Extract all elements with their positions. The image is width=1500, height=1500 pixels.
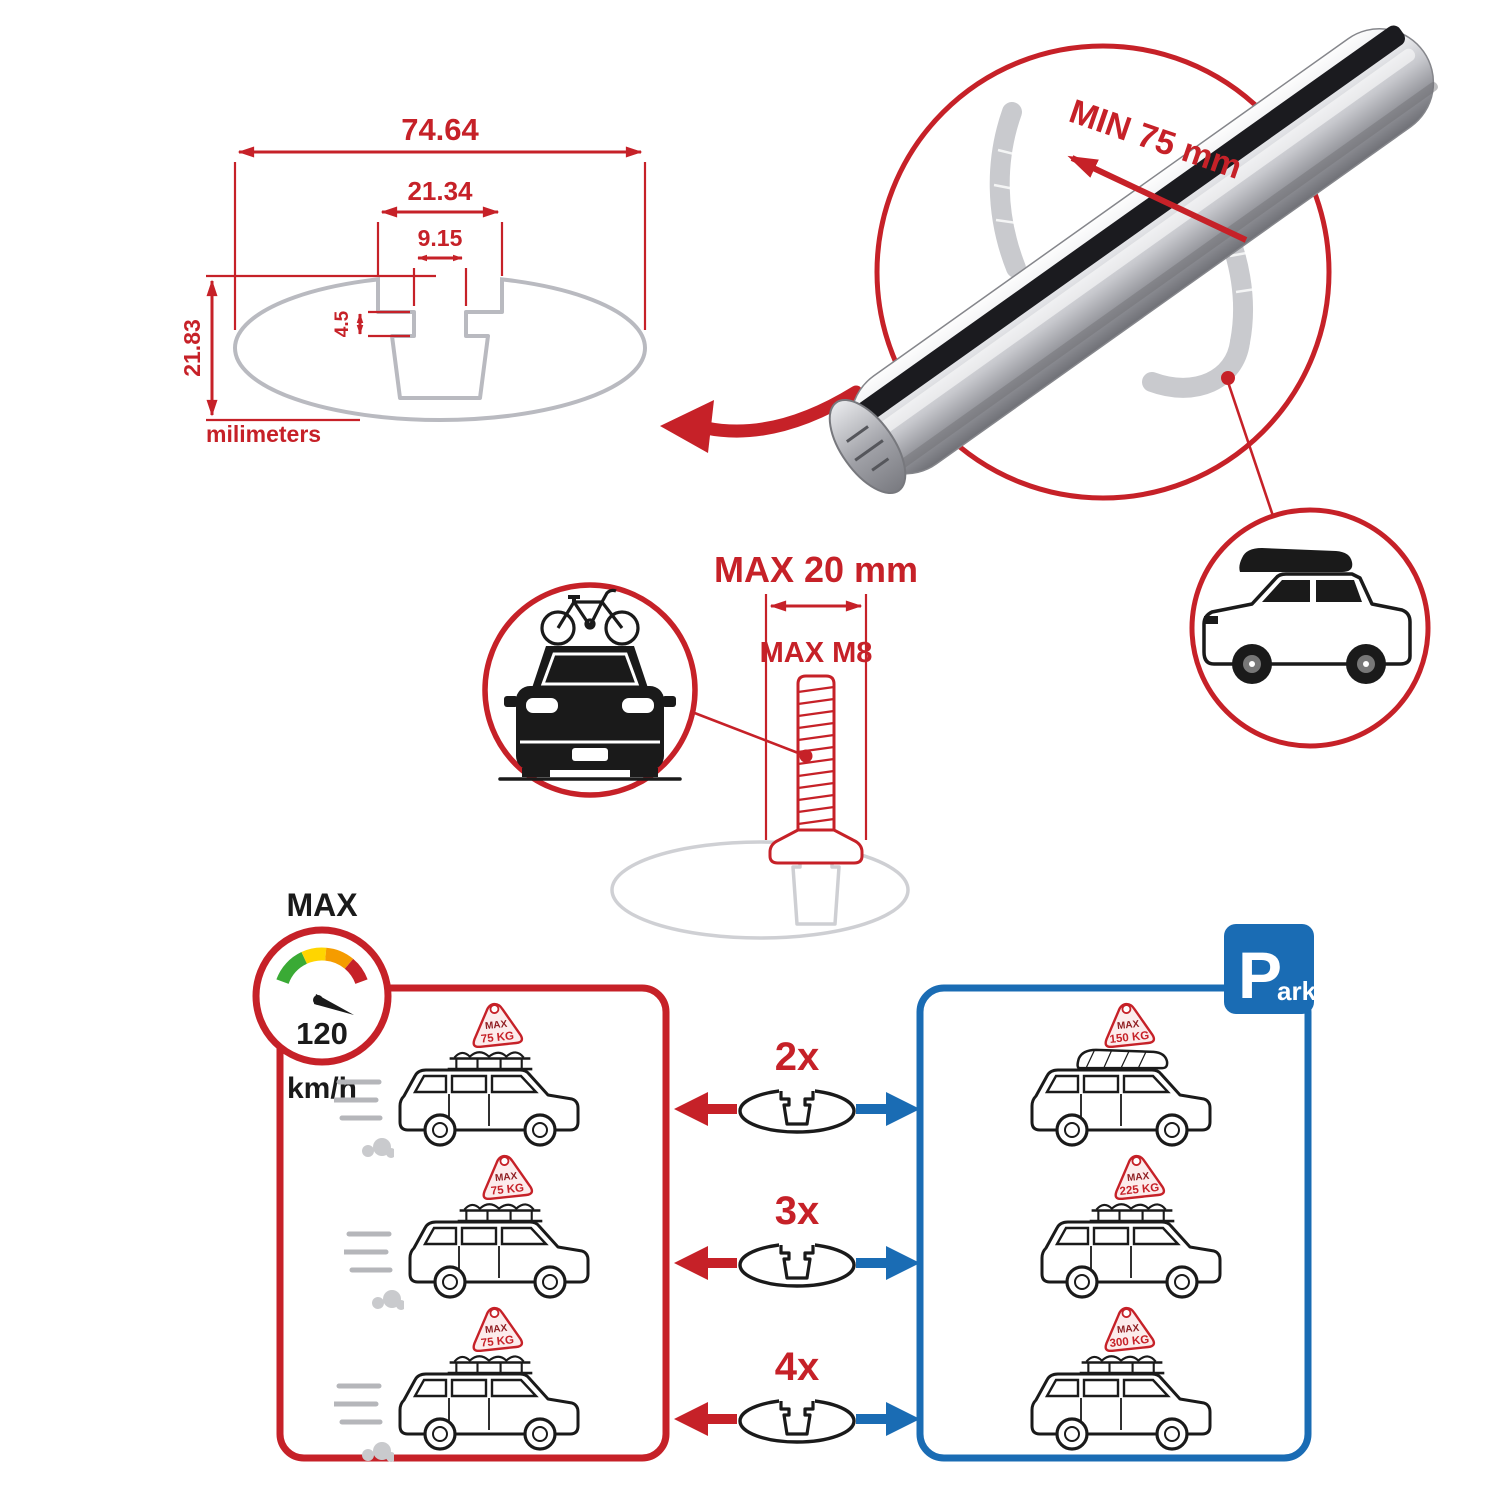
speedometer: MAX 120 km/h: [252, 887, 392, 1105]
parking-sign-rest: ark: [1277, 976, 1317, 1006]
roof-box-icon: [1076, 1048, 1169, 1070]
t-slot-profile: [376, 280, 504, 400]
sign-max-label: MAX: [495, 1171, 519, 1184]
clamp-point-dot: [1221, 371, 1235, 385]
load-limit-sign: MAX 225 KG: [1114, 1154, 1166, 1201]
arrowhead: [660, 400, 714, 453]
suv-with-roofbox-icon: [1202, 548, 1412, 684]
sign-ring-icon: [1121, 1308, 1132, 1318]
bar-count-label: 4x: [775, 1345, 820, 1389]
ext-lines-slot-width: [376, 222, 504, 276]
driving-car-1: MAX 75 KG: [334, 1002, 580, 1158]
driving-car-2: MAX 75 KG: [344, 1154, 590, 1310]
load-limit-sign: MAX 75 KG: [472, 1002, 524, 1049]
speed-value: 120: [296, 1016, 348, 1051]
bolt-max-thread-label: MAX M8: [760, 637, 873, 669]
t-bolt-icon: [768, 674, 864, 865]
sign-max-label: MAX: [1127, 1171, 1151, 1184]
dim-slot-width: 21.34: [407, 176, 473, 206]
right-arrowhead: [886, 1246, 920, 1280]
speedometer-needle: [314, 994, 354, 1015]
left-arrowhead: [674, 1402, 708, 1436]
bar-count-row-3x: 3x: [674, 1189, 920, 1288]
sign-ring-icon: [1121, 1004, 1132, 1014]
sign-ring-icon: [499, 1156, 510, 1166]
sign-load-value: 75 KG: [480, 1030, 514, 1045]
left-arrowhead: [674, 1092, 708, 1126]
crossbar-profile-icon: [738, 1238, 856, 1288]
aluminum-crossbar: [828, 25, 1438, 495]
dim-channel-width: 9.15: [418, 225, 463, 251]
sign-max-label: MAX: [1117, 1323, 1141, 1336]
parking-sign-letter: P: [1238, 938, 1282, 1012]
crossbar-zoom-view: MIN 75 mm: [828, 25, 1438, 501]
slot-mask: [380, 266, 500, 284]
sign-load-value: 150 KG: [1109, 1030, 1150, 1046]
crossbar-profile-icon: [738, 1084, 856, 1134]
bar-count-row-4x: 4x: [674, 1345, 920, 1444]
parked-car-2: MAX 225 KG: [1040, 1154, 1222, 1299]
parked-car-3: MAX 300 KG: [1030, 1306, 1212, 1451]
cross-section-diagram: 74.64 21.34 9.15 4.5 21.83 milimeters: [179, 112, 647, 447]
ext-lines-total-height: [206, 274, 436, 422]
dim-total-width: 74.64: [401, 112, 479, 147]
sign-load-value: 75 KG: [490, 1182, 524, 1197]
sign-load-value: 225 KG: [1119, 1182, 1160, 1198]
right-arrowhead: [886, 1092, 920, 1126]
ext-lines-lip-height: [368, 310, 410, 338]
sign-load-value: 75 KG: [480, 1334, 514, 1349]
load-limit-sign: MAX 75 KG: [482, 1154, 534, 1201]
left-arrowhead: [674, 1246, 708, 1280]
bolt-max-width-label: MAX 20 mm: [714, 549, 918, 590]
roofbox-icon: [1239, 548, 1353, 572]
bolt-spec-diagram: MAX 20 mm MAX M8: [610, 549, 918, 940]
bolt-width-boundaries: [764, 594, 868, 840]
speedometer-gauge-arc: [276, 947, 368, 985]
bar-end-cap: [828, 399, 907, 495]
connector-line-vehicle: [1226, 381, 1275, 517]
sign-ring-icon: [1131, 1156, 1142, 1166]
sign-load-value: 300 KG: [1109, 1334, 1150, 1350]
load-limit-sign: MAX 150 KG: [1104, 1002, 1156, 1049]
min-span-arrow: [1067, 155, 1248, 243]
load-limit-sign: MAX 300 KG: [1104, 1306, 1156, 1353]
rubber-strip: [847, 25, 1405, 429]
bar-count-row-2x: 2x: [674, 1035, 920, 1134]
sign-max-label: MAX: [485, 1323, 509, 1336]
car-front-icon: [498, 646, 682, 781]
sign-ring-icon: [489, 1004, 500, 1014]
sign-ring-icon: [489, 1308, 500, 1318]
right-arrowhead: [886, 1402, 920, 1436]
clamp-hook-front: [1142, 332, 1250, 398]
units-label: milimeters: [206, 421, 321, 447]
ext-lines-total-width: [233, 162, 647, 330]
load-limit-sign: MAX 75 KG: [472, 1306, 524, 1353]
faded-profile: [610, 838, 910, 940]
parking-sign: P ark: [1224, 924, 1317, 1014]
ext-lines-channel-width: [412, 268, 468, 306]
dim-lip-height: 4.5: [332, 310, 353, 337]
crossbar-profile-icon: [738, 1394, 856, 1444]
connector-line-bike-car: [691, 710, 807, 758]
bar-count-label: 3x: [775, 1189, 820, 1233]
sign-max-label: MAX: [1117, 1019, 1141, 1032]
dim-total-height: 21.83: [179, 319, 205, 377]
zoom-circle-outline: [874, 43, 1332, 501]
parked-car-1: MAX 150 KG: [1030, 1002, 1212, 1147]
bar-count-label: 2x: [775, 1035, 820, 1079]
vehicle-detail-circle: [1189, 507, 1431, 749]
speed-max-label: MAX: [286, 887, 358, 923]
bike-car-circle: [482, 582, 698, 798]
zoom-to-section-arrow: [660, 385, 863, 453]
driving-car-3: MAX 75 KG: [334, 1306, 580, 1462]
bicycle-icon: [540, 588, 640, 646]
sign-max-label: MAX: [485, 1019, 509, 1032]
